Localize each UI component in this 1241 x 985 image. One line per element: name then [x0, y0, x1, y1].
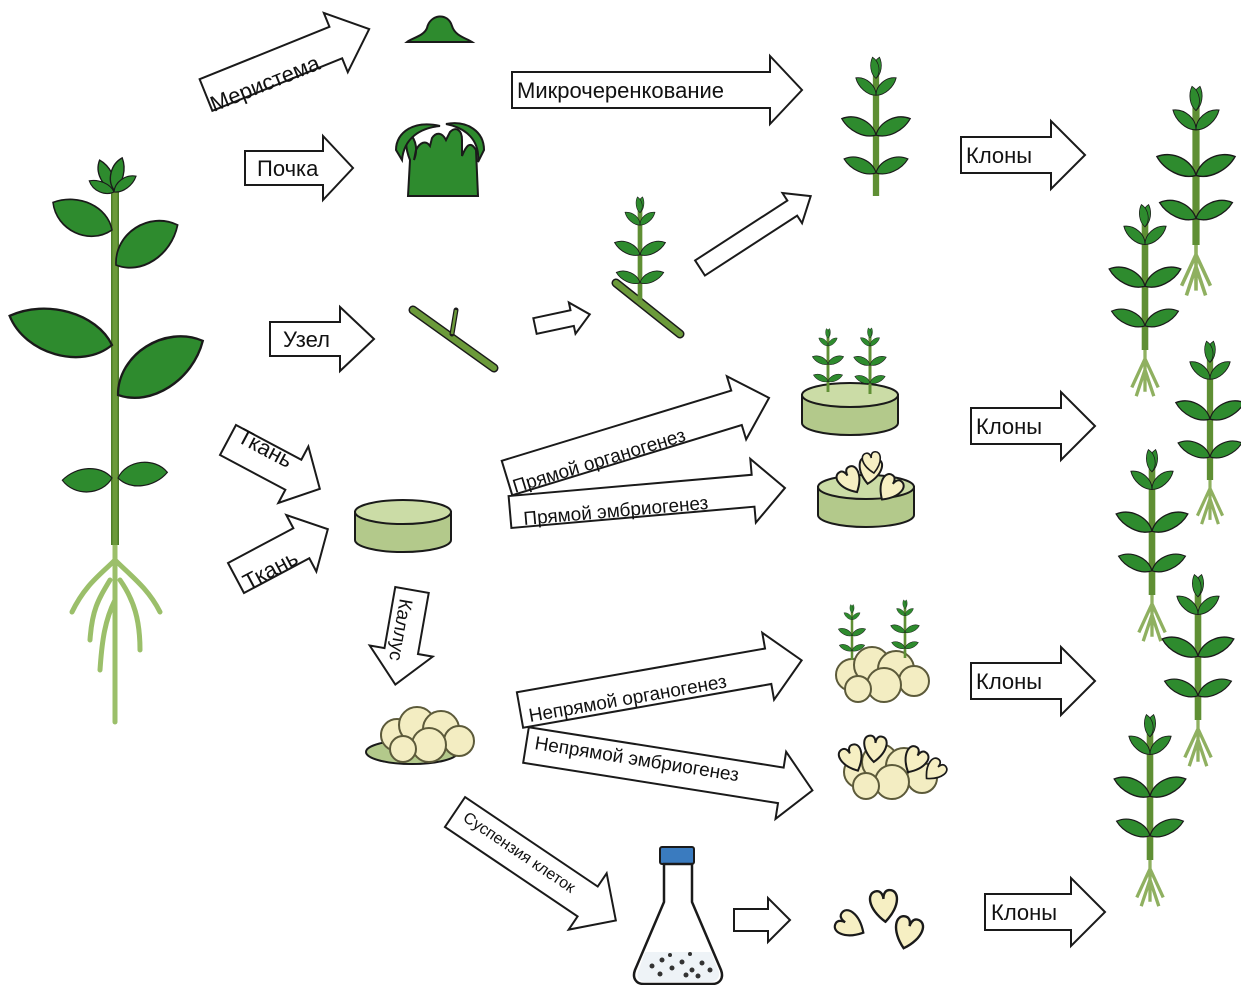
node-cutting	[413, 310, 494, 368]
tissue-explant-dish	[355, 500, 451, 552]
somatic-embryos	[832, 889, 924, 951]
node-to-cutting-arrow	[532, 299, 593, 342]
cutting-to-plantlet-arrow	[690, 181, 820, 283]
flask-to-embryos-arrow	[734, 898, 790, 942]
clones-label-1: Клоны	[966, 143, 1032, 168]
sprouting-cutting	[612, 196, 680, 334]
node-label: Узел	[283, 327, 330, 352]
direct-embryogenesis-dish	[818, 451, 914, 527]
cell-suspension-label: Суспензия клеток	[460, 809, 579, 897]
clone-plants	[1106, 85, 1241, 906]
bud-icon	[396, 123, 484, 196]
callus-mass	[366, 707, 474, 764]
direct-organogenesis-dish	[802, 327, 898, 435]
clones-label-2: Клоны	[976, 414, 1042, 439]
flask-icon	[634, 847, 722, 984]
microcutting-label: Микрочеренкование	[517, 78, 724, 103]
mother-plant	[3, 156, 215, 722]
indirect-organogenesis-callus	[836, 599, 929, 702]
bud-label: Почка	[257, 156, 319, 181]
clones-label-4: Клоны	[991, 900, 1057, 925]
meristem-dome	[407, 16, 472, 42]
microcutting-plantlet	[839, 56, 913, 196]
indirect-embryogenesis-callus	[837, 735, 949, 799]
clones-label-3: Клоны	[976, 669, 1042, 694]
